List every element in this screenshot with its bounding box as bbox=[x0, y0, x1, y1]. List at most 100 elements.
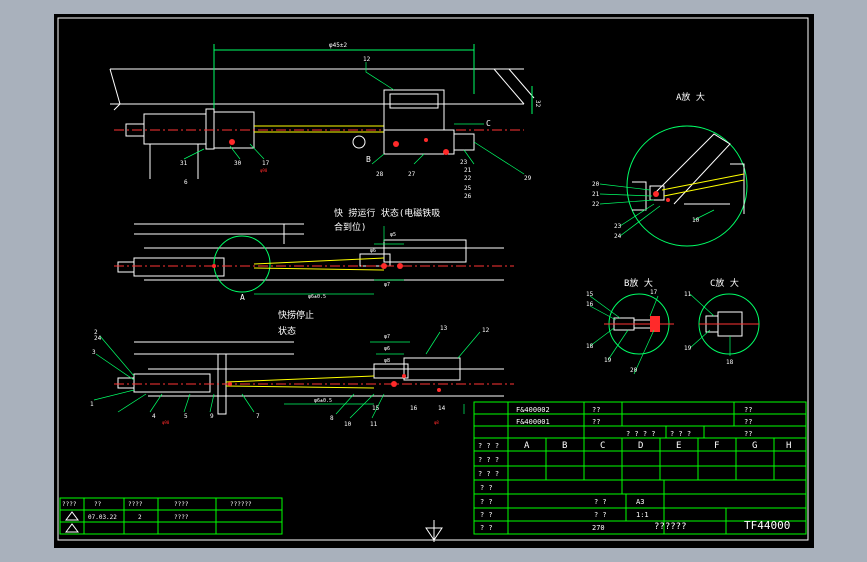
top-callout-27: 27 bbox=[408, 171, 416, 178]
bottom-annot-1: φ90 bbox=[162, 420, 170, 425]
tb-left-1: ? ? ? bbox=[478, 456, 499, 464]
detail-b-title: B放 大 bbox=[624, 277, 653, 289]
top-callout-12: 12 bbox=[363, 56, 371, 63]
middle-title-2: 合到位) bbox=[334, 221, 366, 233]
tb-h5: E bbox=[676, 441, 681, 451]
tb-mid2-b: 1:1 bbox=[636, 511, 649, 519]
detail-a-callout-22: 22 bbox=[592, 201, 600, 208]
rev-h2: ???? bbox=[128, 501, 143, 508]
title-block bbox=[473, 401, 807, 535]
detail-b: B放 大 15 16 17 18 19 20 bbox=[586, 277, 674, 375]
tb-name: ?????? bbox=[654, 522, 687, 532]
tb-row3-a: ? ? ? ? bbox=[626, 430, 656, 438]
bottom-callout-15: 15 bbox=[372, 405, 380, 412]
top-callout-30: 30 bbox=[234, 160, 242, 167]
detail-c-title: C放 大 bbox=[710, 277, 739, 289]
bottom-callout-14: 14 bbox=[438, 405, 446, 412]
title-block-text: F&400002 ?? ?? F&400001 ?? ?? ? ? ? ? ? … bbox=[478, 406, 791, 532]
top-callout-6: 6 bbox=[184, 179, 188, 186]
top-callout-31: 31 bbox=[180, 160, 188, 167]
detail-a-callout-10: 10 bbox=[692, 217, 700, 224]
bottom-dim-4: φ6±0.5 bbox=[314, 398, 332, 404]
bottom-annot-2: φ8 bbox=[434, 420, 439, 425]
tb-row2-a: ?? bbox=[592, 418, 600, 426]
tb-h4: D bbox=[638, 441, 643, 451]
tb-mid1-b: A3 bbox=[636, 498, 644, 506]
tb-h1: A bbox=[524, 441, 530, 451]
tb-left-4: ? ? bbox=[480, 498, 493, 506]
detail-c-callout-11: 11 bbox=[684, 291, 692, 298]
revision-table bbox=[59, 497, 283, 535]
top-callout-21: 21 bbox=[464, 167, 472, 174]
bottom-dim-1: φ7 bbox=[384, 334, 390, 340]
tb-row1-code: F&400002 bbox=[516, 406, 550, 414]
detail-b-callout-17: 17 bbox=[650, 289, 658, 296]
bottom-callout-24: 24 bbox=[94, 335, 102, 342]
bottom-callout-3: 3 bbox=[92, 349, 96, 356]
bottom-callout-10: 10 bbox=[344, 421, 352, 428]
middle-callout-a: A bbox=[240, 293, 245, 302]
tb-h0: ? ? ? bbox=[478, 442, 499, 450]
tb-row3-c: ?? bbox=[744, 430, 752, 438]
bottom-title: 快捞停止 bbox=[278, 309, 314, 321]
detail-b-callout-19: 19 bbox=[604, 357, 612, 364]
bottom-callout-8: 8 bbox=[330, 415, 334, 422]
top-callout-22: 22 bbox=[464, 175, 472, 182]
tb-h2: B bbox=[562, 441, 567, 451]
bottom-dim-2: φ6 bbox=[384, 346, 390, 352]
detail-b-callout-20: 20 bbox=[630, 367, 638, 374]
tb-row1-b: ?? bbox=[744, 406, 752, 414]
tb-h6: F bbox=[714, 441, 719, 451]
rev-h4: ?????? bbox=[230, 501, 252, 508]
tb-row2-code: F&400001 bbox=[516, 418, 550, 426]
rev-h1: ?? bbox=[94, 501, 102, 508]
detail-a: A放 大 20 21 22 23 24 10 bbox=[592, 91, 748, 247]
middle-view: 快 捞运行 状态(电磁铁吸 合到位) φ5 φ6 φ7 φ6±0.5 A bbox=[114, 207, 514, 302]
tb-drawing-no: TF44000 bbox=[744, 519, 790, 532]
detail-a-title: A放 大 bbox=[676, 91, 705, 103]
bottom-callout-13: 13 bbox=[440, 325, 448, 332]
detail-b-callout-16: 16 bbox=[586, 301, 594, 308]
detail-a-callout-20: 20 bbox=[592, 181, 600, 188]
top-view: φ45±2 32 bbox=[109, 42, 541, 200]
top-callout-17: 17 bbox=[262, 160, 270, 167]
top-dim-2: 32 bbox=[534, 100, 541, 108]
top-callout-c: C bbox=[486, 119, 491, 128]
tb-h8: H bbox=[786, 441, 791, 451]
bottom-callout-5: 5 bbox=[184, 413, 188, 420]
rev-h3: ???? bbox=[174, 501, 189, 508]
rev-r0: 07.03.22 bbox=[88, 514, 117, 521]
detail-a-callout-23: 23 bbox=[614, 223, 622, 230]
bottom-view: 快捞停止 状态 φ7 φ6 φ8 φ6±0.5 bbox=[90, 309, 514, 428]
drawing-viewport[interactable]: φ45±2 32 bbox=[54, 14, 814, 548]
middle-dim-1: φ5 bbox=[390, 232, 396, 238]
tb-h3: C bbox=[600, 441, 605, 451]
tb-left-5: ? ? bbox=[480, 511, 493, 519]
top-callout-b: B bbox=[366, 155, 371, 164]
middle-title: 快 捞运行 状态(电磁铁吸 bbox=[334, 207, 440, 219]
detail-c-callout-19: 19 bbox=[684, 345, 692, 352]
bottom-callout-4: 4 bbox=[152, 413, 156, 420]
detail-a-callout-24: 24 bbox=[614, 233, 622, 240]
detail-c-callout-18: 18 bbox=[726, 359, 734, 366]
detail-b-callout-15: 15 bbox=[586, 291, 594, 298]
bottom-callout-1: 1 bbox=[90, 401, 94, 408]
bottom-callout-2: 2 bbox=[94, 329, 98, 336]
tb-mid2-a: ? ? bbox=[594, 511, 607, 519]
bottom-callout-7: 7 bbox=[256, 413, 260, 420]
bottom-title-2: 状态 bbox=[278, 325, 296, 337]
bottom-callout-11: 11 bbox=[370, 421, 378, 428]
tb-row2-b: ?? bbox=[744, 418, 752, 426]
tb-left-2: ? ? ? bbox=[478, 470, 499, 478]
tb-left-3: ? ? bbox=[480, 484, 493, 492]
rev-r1: 2 bbox=[138, 514, 142, 521]
top-dim-1: φ45±2 bbox=[329, 42, 347, 49]
detail-c: C放 大 11 18 19 bbox=[684, 277, 760, 366]
rev-h0: ???? bbox=[62, 501, 77, 508]
middle-dim-3: φ7 bbox=[384, 282, 390, 288]
rev-r2: ???? bbox=[174, 514, 189, 521]
detail-a-callout-21: 21 bbox=[592, 191, 600, 198]
top-callout-26: 26 bbox=[464, 193, 472, 200]
tb-row3-b: ? ? ? bbox=[670, 430, 691, 438]
tb-h7: G bbox=[752, 441, 757, 451]
